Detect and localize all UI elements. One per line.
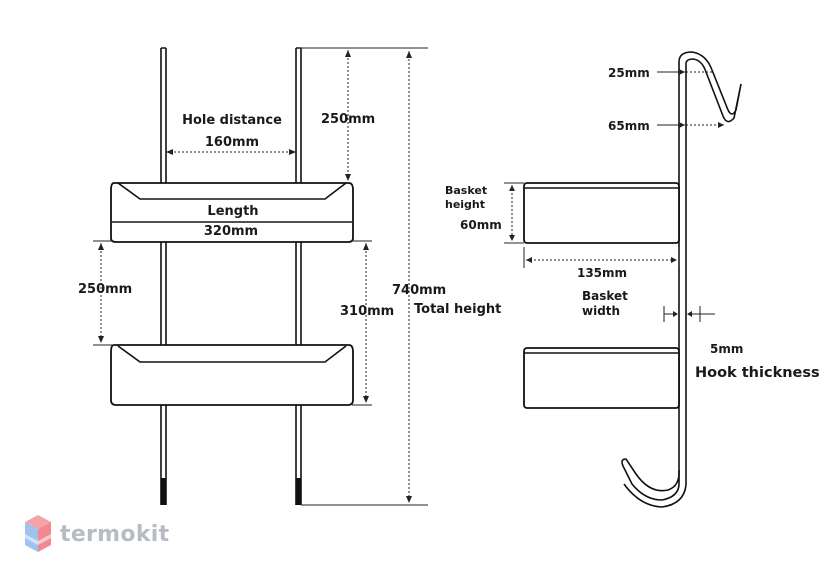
basket-width-value: 135mm: [577, 266, 627, 280]
brand-watermark: termokit: [24, 514, 169, 554]
basket-height-label-2: height: [445, 198, 485, 211]
front-view: Hole distance 160mm 250mm Length 320mm 2…: [78, 47, 501, 506]
tray-spacing-value: 250mm: [78, 282, 132, 297]
brand-logo-icon: [25, 515, 51, 552]
hook-depth-value: 65mm: [608, 119, 650, 133]
hole-distance-value: 160mm: [205, 135, 259, 150]
brand-name: termokit: [60, 521, 170, 547]
basket-width-label-1: Basket: [582, 289, 628, 303]
hook-bottom: [621, 458, 687, 508]
hook: [678, 51, 742, 485]
length-value: 320mm: [204, 224, 258, 239]
hook-thickness-label: Hook thickness: [695, 365, 820, 381]
basket-width-label-2: width: [582, 304, 620, 318]
top-spacing-value: 250mm: [321, 112, 375, 127]
total-height-value: 740mm: [392, 283, 446, 298]
upper-basket: [523, 182, 680, 244]
left-rod-end: [161, 478, 166, 505]
side-view: 25mm 65mm Basket height 60mm 135mm Baske…: [445, 51, 820, 508]
basket-height-label-1: Basket: [445, 184, 487, 197]
basket-height-value: 60mm: [460, 218, 502, 232]
lower-basket: [523, 347, 680, 409]
hook-thickness-value: 5mm: [710, 342, 743, 356]
hole-distance-label: Hole distance: [182, 113, 282, 128]
lower-height-value: 310mm: [340, 304, 394, 319]
right-rod-end: [296, 478, 301, 505]
right-rod: [295, 47, 302, 505]
length-label: Length: [207, 204, 258, 219]
lower-tray: [110, 344, 354, 406]
left-rod: [160, 47, 167, 505]
upper-tray: [110, 182, 354, 243]
total-height-label: Total height: [414, 302, 501, 317]
hook-gap-value: 25mm: [608, 66, 650, 80]
